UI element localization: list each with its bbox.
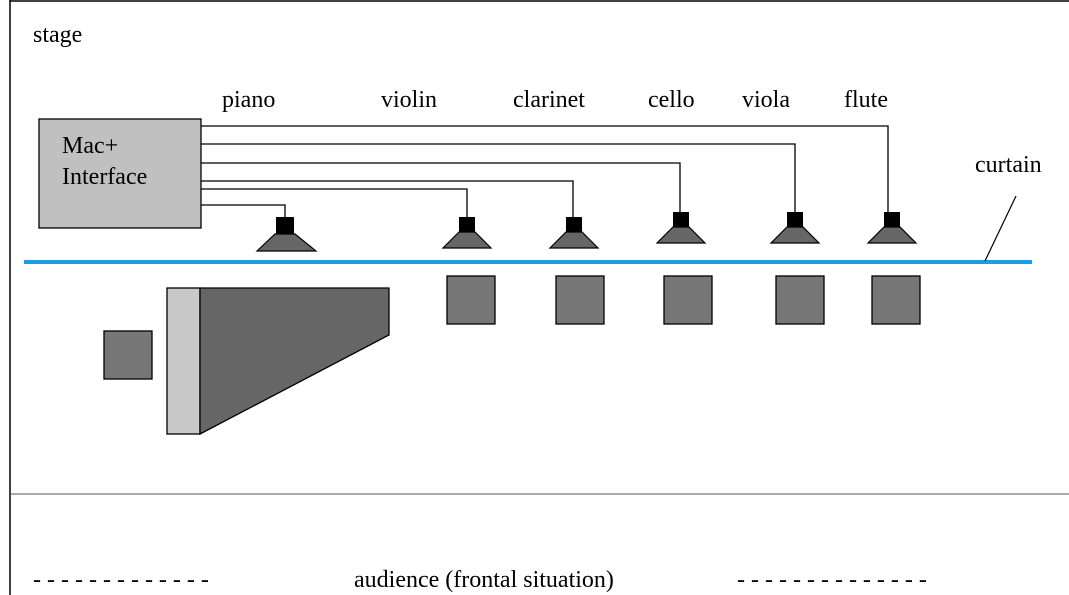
label-violin: violin: [381, 87, 437, 113]
cable-violin: [201, 188, 468, 219]
audience-dashes-right: - - - - - - - - - - - - - -: [737, 567, 927, 593]
speaker-clarinet: [548, 217, 600, 249]
player-viola: [775, 275, 825, 325]
cable-viola: [201, 143, 796, 215]
audience-dashes-left: - - - - - - - - - - - - -: [33, 567, 209, 593]
piano-body: [199, 287, 390, 436]
cable-flute: [201, 125, 889, 215]
computer-line2: Interface: [62, 164, 147, 190]
speaker-viola: [769, 212, 821, 244]
piano: [166, 287, 390, 436]
speaker-driver: [787, 212, 803, 227]
curtain-pointer: [984, 195, 1017, 262]
cable-cello: [201, 162, 681, 215]
cable-clarinet: [201, 180, 574, 219]
speaker-cello: [655, 212, 707, 244]
players: [103, 275, 921, 380]
player-clarinet: [555, 275, 605, 325]
instrument-labels: piano violin clarinet cello viola flute: [222, 87, 888, 113]
label-clarinet: clarinet: [513, 87, 585, 113]
player-flute: [871, 275, 921, 325]
speaker-driver: [276, 217, 294, 234]
speaker-cone: [548, 231, 600, 249]
speaker-cone: [866, 226, 918, 244]
audience-label: audience (frontal situation): [354, 567, 614, 593]
mac-interface-box: [38, 118, 202, 229]
cable-piano: [201, 204, 286, 219]
piano-keyboard: [166, 287, 201, 435]
label-cello: cello: [648, 87, 695, 113]
speaker-flute: [866, 212, 918, 244]
speakers: [255, 212, 918, 252]
speaker-violin: [441, 217, 493, 249]
label-piano: piano: [222, 87, 275, 113]
speaker-cone: [655, 226, 707, 244]
speaker-cone: [441, 231, 493, 249]
speaker-driver: [884, 212, 900, 227]
computer-line1: Mac+: [62, 133, 118, 159]
player-violin: [446, 275, 496, 325]
speaker-driver: [459, 217, 475, 232]
label-viola: viola: [742, 87, 790, 113]
player-cello: [663, 275, 713, 325]
speaker-cone: [255, 233, 318, 252]
speaker-piano: [255, 217, 318, 252]
speaker-cables: [201, 125, 889, 219]
speaker-driver: [566, 217, 582, 232]
speaker-driver: [673, 212, 689, 227]
player-piano: [103, 330, 153, 380]
speaker-cone: [769, 226, 821, 244]
stage-label: stage: [33, 22, 82, 48]
curtain-label: curtain: [975, 152, 1042, 178]
label-flute: flute: [844, 87, 888, 113]
